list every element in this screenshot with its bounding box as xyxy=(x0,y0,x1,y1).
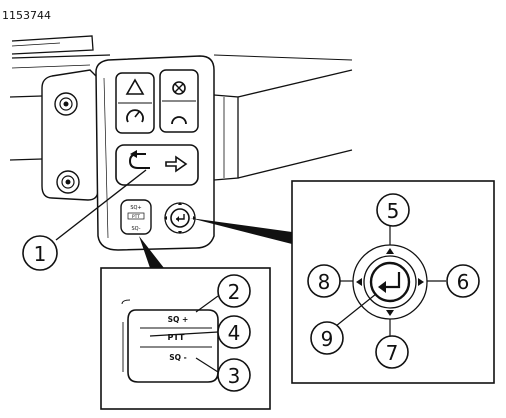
callout-2-leader xyxy=(195,295,219,313)
svg-text:4: 4 xyxy=(228,321,241,345)
right-arrow-icon xyxy=(418,278,424,286)
callout-3: 3 xyxy=(217,358,251,392)
joystick-detail-inset: 5 6 7 8 9 xyxy=(291,180,495,384)
small-joystick[interactable] xyxy=(164,202,196,234)
cruise-cancel-icon xyxy=(172,81,186,95)
callout-3-leader xyxy=(195,357,219,373)
svg-text:3: 3 xyxy=(228,364,241,388)
left-arrow-icon xyxy=(356,278,362,286)
handlebar-tube xyxy=(11,35,111,69)
right-arrow-icon xyxy=(165,155,188,173)
rocker-zoom-wedge xyxy=(139,236,164,268)
callout-9-leader xyxy=(335,293,377,327)
up-arrow-icon xyxy=(386,248,394,254)
joystick[interactable] xyxy=(352,244,428,320)
down-arrow-icon xyxy=(386,310,394,316)
joystick-zoom-wedge xyxy=(190,218,292,244)
svg-text:6: 6 xyxy=(457,270,470,294)
svg-text:9: 9 xyxy=(321,327,334,351)
callout-1: 1 xyxy=(22,169,147,271)
callout-9: 9 xyxy=(310,321,344,355)
upper-clamp-bolt xyxy=(54,92,78,116)
callout-8: 8 xyxy=(307,264,341,298)
clamp-body xyxy=(9,69,99,201)
svg-text:2: 2 xyxy=(228,280,241,304)
figure-reference-id: 1153744 xyxy=(2,9,51,22)
small-rocker-label-bottom: SQ- xyxy=(131,226,140,232)
svg-text:1: 1 xyxy=(34,242,47,266)
svg-text:5: 5 xyxy=(387,199,400,223)
sq-plus-label: SQ + xyxy=(168,315,189,324)
hazard-triangle-icon xyxy=(125,78,145,95)
enter-icon xyxy=(378,272,401,293)
small-rocker-label-top: SQ+ xyxy=(130,205,141,211)
lower-clamp-bolt xyxy=(56,170,80,194)
callout-4-leader xyxy=(149,331,219,337)
turn-signal-button[interactable] xyxy=(115,144,199,186)
small-rocker-label-mid: PTT xyxy=(132,214,140,220)
handlebar-grip xyxy=(213,54,353,181)
callout-2: 2 xyxy=(217,274,251,308)
callout-4: 4 xyxy=(217,315,251,349)
ptt-label: PTT xyxy=(168,333,186,342)
svg-text:8: 8 xyxy=(318,270,331,294)
hazard-cruise-button-pair[interactable] xyxy=(115,72,155,134)
rocker-detail-inset: SQ + PTT SQ - 2 4 3 xyxy=(100,267,271,410)
resume-arc-icon xyxy=(171,116,187,125)
callout-6: 6 xyxy=(446,264,480,298)
rocker-switch[interactable]: SQ + PTT SQ - xyxy=(121,299,219,383)
speedometer-icon xyxy=(126,109,144,123)
return-arrow-icon xyxy=(128,150,150,169)
small-rocker-switch[interactable]: SQ+ PTT SQ- xyxy=(120,199,152,235)
mode-home-button-pair[interactable] xyxy=(159,69,199,133)
callout-7: 7 xyxy=(375,335,409,369)
sq-minus-label: SQ - xyxy=(169,353,187,362)
callout-5: 5 xyxy=(376,193,410,227)
svg-text:7: 7 xyxy=(386,341,399,365)
